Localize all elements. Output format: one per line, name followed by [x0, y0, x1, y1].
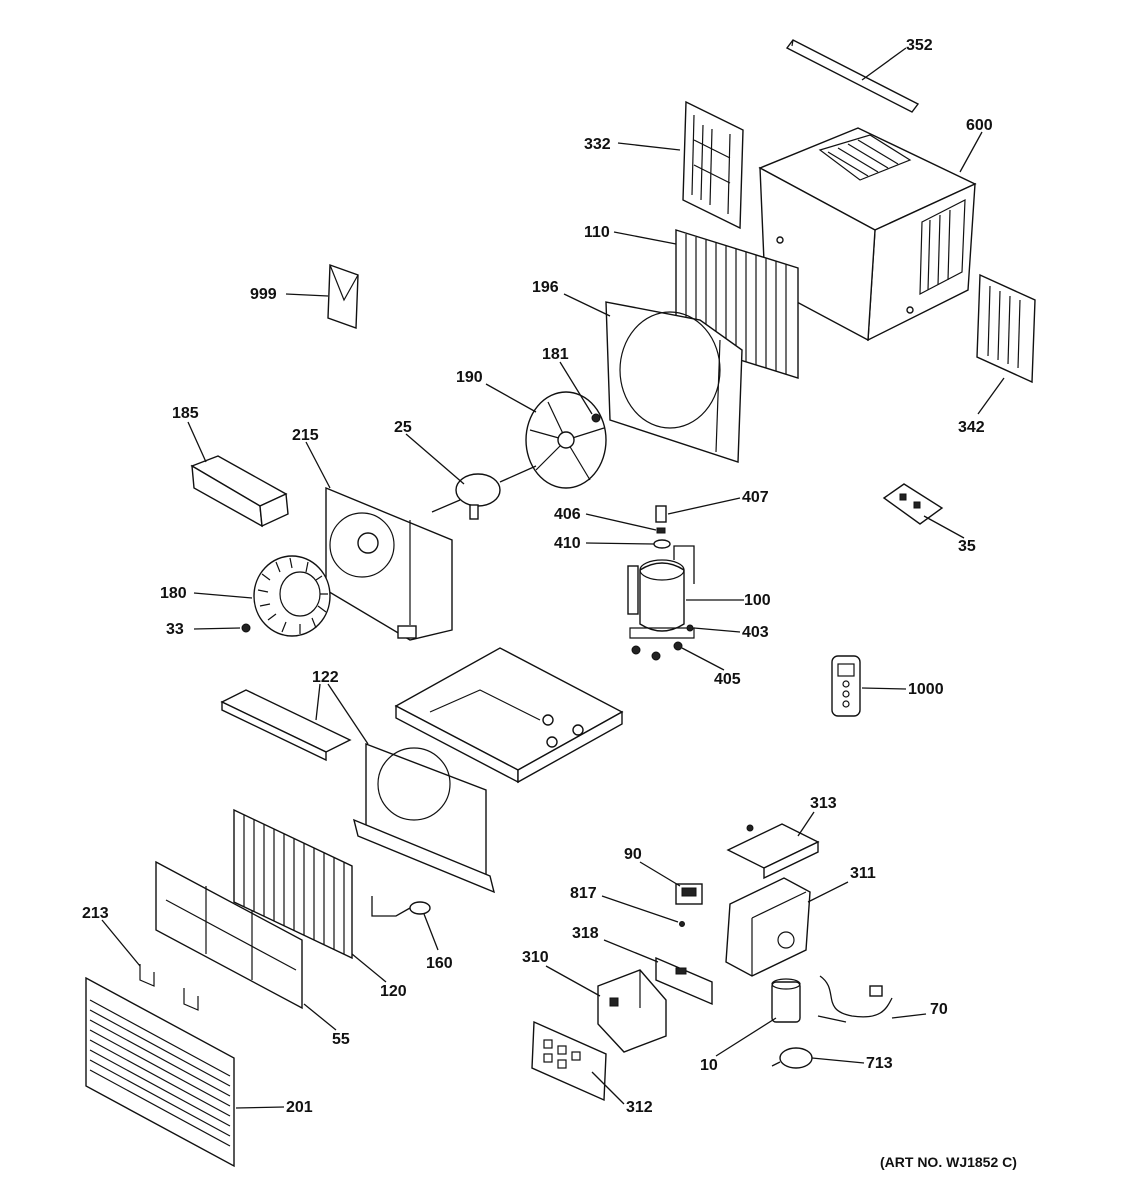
part-base-pan[interactable] [394, 647, 624, 784]
callout-342: 342 [958, 419, 985, 436]
part-100-compressor[interactable] [627, 545, 695, 661]
callout-403: 403 [742, 624, 769, 641]
part-55-air-filter[interactable] [155, 860, 303, 1010]
callout-122: 122 [312, 669, 339, 686]
callout-318: 318 [572, 925, 599, 942]
callout-600: 600 [966, 117, 993, 134]
callout-180: 180 [160, 585, 187, 602]
callout-90: 90 [624, 846, 642, 863]
callout-311: 311 [850, 865, 876, 882]
callout-310: 310 [522, 949, 549, 966]
callout-1000: 1000 [908, 681, 944, 698]
part-999-literature-envelope[interactable] [327, 264, 359, 329]
callout-190: 190 [456, 369, 483, 386]
part-120-evaporator-coil[interactable] [233, 808, 353, 960]
callout-406: 406 [554, 506, 581, 523]
part-35-control-board[interactable] [882, 483, 944, 525]
callout-407: 407 [742, 489, 769, 506]
part-817-screw[interactable] [679, 921, 685, 927]
part-313-control-box-cover[interactable] [726, 823, 820, 880]
part-410-clip[interactable] [653, 539, 671, 549]
part-185-baffle[interactable] [190, 455, 289, 528]
callout-201: 201 [286, 1099, 313, 1116]
callout-313: 313 [810, 795, 837, 812]
part-160-thermistor[interactable] [371, 896, 431, 917]
part-352-top-trim[interactable] [785, 39, 920, 113]
callout-70: 70 [930, 1001, 948, 1018]
callout-33: 33 [166, 621, 184, 638]
part-407-terminal-cover[interactable] [655, 505, 667, 523]
callout-185: 185 [172, 405, 199, 422]
part-180-blower-wheel[interactable] [253, 555, 331, 637]
part-201-front-grille[interactable] [85, 976, 235, 1168]
part-90-transformer[interactable] [675, 883, 703, 905]
part-713-capacitor-strap[interactable] [771, 1047, 813, 1069]
part-312-control-overlay[interactable] [531, 1020, 607, 1102]
part-311-control-box[interactable] [725, 877, 811, 977]
callout-410: 410 [554, 535, 581, 552]
part-406-gasket[interactable] [656, 527, 666, 534]
part-190-fan-blade[interactable] [525, 391, 607, 489]
callout-312: 312 [626, 1099, 653, 1116]
callout-110: 110 [584, 224, 610, 241]
part-122-air-filter-and-partition[interactable] [220, 689, 496, 894]
part-318-control-board[interactable] [655, 956, 713, 1006]
part-342-side-curtain[interactable] [976, 273, 1036, 384]
part-70-power-cord[interactable] [817, 975, 893, 1023]
callout-55: 55 [332, 1031, 350, 1048]
part-310-control-panel[interactable] [597, 969, 667, 1053]
callout-713: 713 [866, 1055, 893, 1072]
part-213-grille-clips[interactable] [139, 964, 199, 1011]
callout-352: 352 [906, 37, 933, 54]
callout-213: 213 [82, 905, 109, 922]
callout-35: 35 [958, 538, 976, 555]
callout-labels: 352 332 600 110 999 196 181 190 185 215 … [82, 37, 1017, 1170]
callout-405: 405 [714, 671, 741, 688]
callout-120: 120 [380, 983, 407, 1000]
callout-160: 160 [426, 955, 453, 972]
part-10-capacitor[interactable] [771, 978, 801, 1023]
leader-lines [101, 47, 1005, 1109]
callout-196: 196 [532, 279, 559, 296]
callout-181: 181 [542, 346, 569, 363]
callout-817: 817 [570, 885, 597, 902]
part-332-side-curtain[interactable] [682, 100, 744, 230]
callout-100: 100 [744, 592, 771, 609]
part-215-blower-housing[interactable] [325, 486, 453, 641]
callout-215: 215 [292, 427, 319, 444]
callout-999: 999 [250, 286, 277, 303]
part-1000-remote-control[interactable] [831, 655, 861, 717]
part-25-fan-motor[interactable] [431, 465, 537, 520]
art-number: (ART NO. WJ1852 C) [880, 1154, 1017, 1170]
part-181-nut[interactable] [591, 413, 601, 423]
part-196-condenser-shroud[interactable] [605, 301, 743, 463]
callout-10: 10 [700, 1057, 718, 1074]
part-33-nut[interactable] [241, 623, 251, 633]
callout-25: 25 [394, 419, 412, 436]
callout-332: 332 [584, 136, 611, 153]
